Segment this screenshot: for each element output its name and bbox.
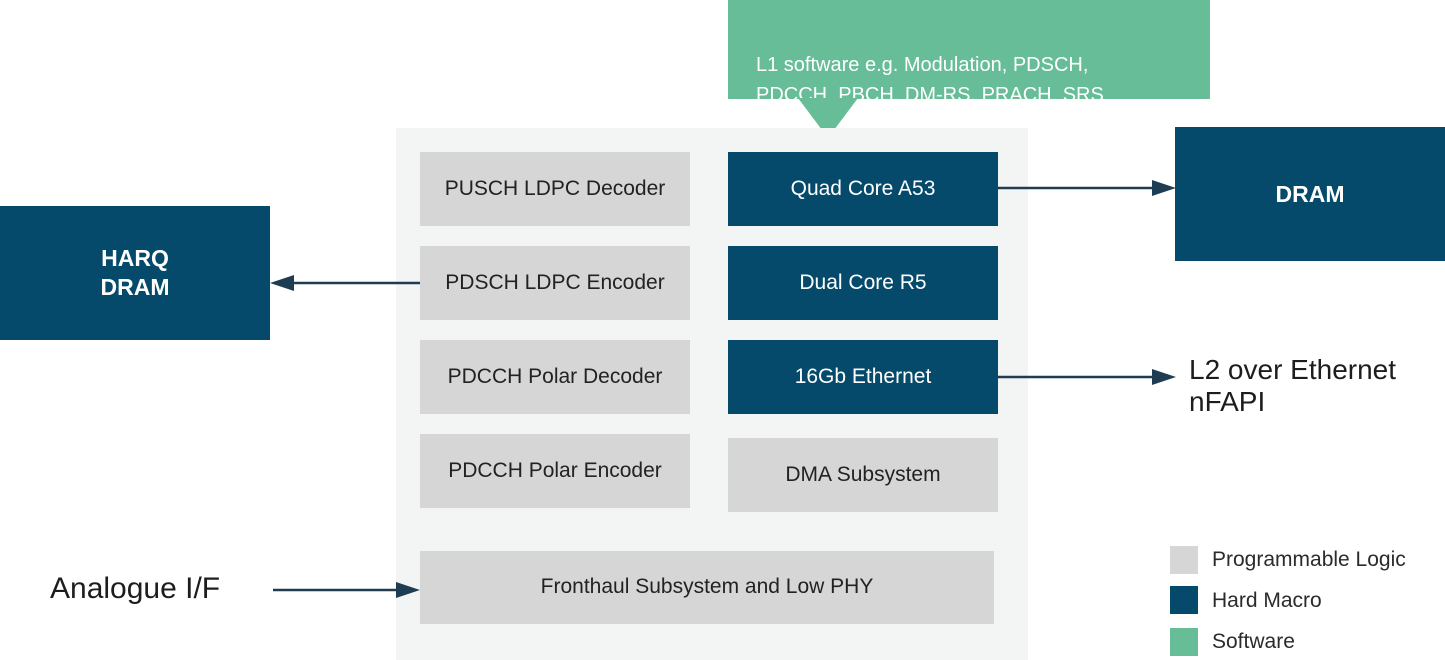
block-dma-subsystem: DMA Subsystem: [728, 438, 998, 512]
legend-label-hard-macro: Hard Macro: [1212, 589, 1322, 612]
dram-block: DRAM: [1175, 127, 1445, 261]
software-callout: L1 software e.g. Modulation, PDSCH, PDCC…: [728, 0, 1210, 106]
block-dual-core-r5: Dual Core R5: [728, 246, 998, 320]
l2-over-ethernet-label: L2 over Ethernet nFAPI: [1189, 354, 1397, 418]
arrowhead-dram: [1152, 180, 1176, 196]
block-label: 16Gb Ethernet: [794, 364, 932, 388]
legend-swatch-programmable-logic: [1170, 546, 1198, 574]
harq-dram-block: HARQ DRAM: [0, 206, 270, 340]
block-pdcch-polar-encoder: PDCCH Polar Encoder: [420, 434, 690, 508]
block-label: Fronthaul Subsystem and Low PHY: [540, 575, 874, 599]
block-quad-core-a53: Quad Core A53: [728, 152, 998, 226]
block-pdcch-polar-decoder: PDCCH Polar Decoder: [420, 340, 690, 414]
arrowhead-harq: [270, 275, 294, 291]
block-16gb-ethernet: 16Gb Ethernet: [728, 340, 998, 414]
block-label: PDCCH Polar Encoder: [448, 458, 662, 482]
block-fronthaul-subsystem: Fronthaul Subsystem and Low PHY: [420, 551, 994, 624]
arrowhead-l2: [1152, 369, 1176, 385]
arrowhead-fronthaul: [396, 582, 420, 598]
legend-swatch-software: [1170, 628, 1198, 656]
dram-label: DRAM: [1275, 180, 1345, 207]
harq-dram-label: HARQ DRAM: [100, 245, 170, 300]
block-label: PDCCH Polar Decoder: [447, 364, 663, 388]
block-pusch-ldpc-decoder: PUSCH LDPC Decoder: [420, 152, 690, 226]
legend-label-software: Software: [1212, 630, 1295, 653]
legend-swatch-hard-macro: [1170, 586, 1198, 614]
block-label: DMA Subsystem: [785, 462, 941, 486]
block-label: Quad Core A53: [790, 176, 936, 200]
legend-label-programmable-logic: Programmable Logic: [1212, 548, 1406, 571]
block-label: Dual Core R5: [799, 270, 927, 294]
block-label: PDSCH LDPC Encoder: [445, 270, 665, 294]
block-label: PUSCH LDPC Decoder: [444, 176, 666, 200]
block-pdsch-ldpc-encoder: PDSCH LDPC Encoder: [420, 246, 690, 320]
analogue-if-label: Analogue I/F: [50, 572, 221, 605]
